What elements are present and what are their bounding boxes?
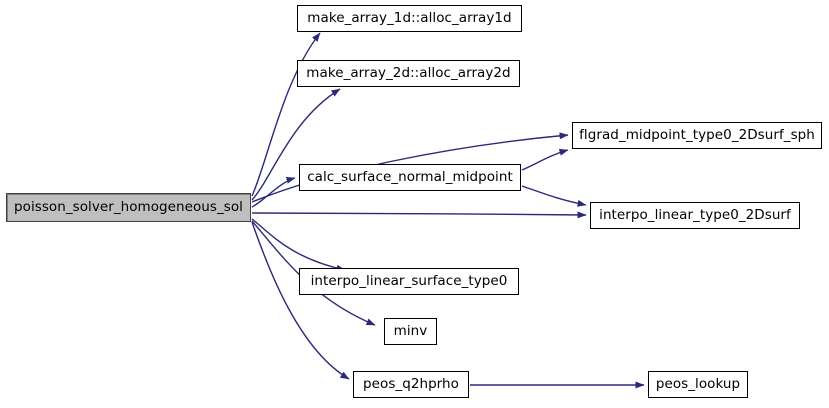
graph-node-label: make_array_1d::alloc_array1d bbox=[307, 9, 512, 26]
edge-root-to-calcsurf bbox=[251, 176, 296, 208]
graph-node-label: interpo_linear_type0_2Dsurf bbox=[599, 206, 791, 223]
edge-calcsurf-to-interp2d bbox=[521, 185, 587, 207]
graph-node-calcsurf[interactable]: calc_surface_normal_midpoint bbox=[299, 164, 521, 191]
graph-node-label: make_array_2d::alloc_array2d bbox=[306, 64, 511, 81]
graph-node-label: flgrad_midpoint_type0_2Dsurf_sph bbox=[579, 126, 815, 143]
graph-node-interpsf[interactable]: interpo_linear_surface_type0 bbox=[299, 268, 519, 295]
edge-root-to-interp2d bbox=[251, 211, 587, 219]
edge-calcsurf-to-flgrad bbox=[521, 148, 569, 171]
graph-node-label: peos_q2hprho bbox=[363, 375, 459, 392]
graph-node-minv[interactable]: minv bbox=[384, 318, 437, 345]
graph-node-peoslk[interactable]: peos_lookup bbox=[648, 371, 748, 398]
edge-root-to-interpsf bbox=[251, 218, 346, 272]
graph-node-interp2d[interactable]: interpo_linear_type0_2Dsurf bbox=[590, 202, 800, 229]
graph-node-flgrad[interactable]: flgrad_midpoint_type0_2Dsurf_sph bbox=[572, 122, 822, 149]
graph-node-label: poisson_solver_homogeneous_sol bbox=[14, 198, 243, 215]
graph-node-alloc1d[interactable]: make_array_1d::alloc_array1d bbox=[297, 5, 522, 32]
graph-node-label: peos_lookup bbox=[655, 375, 741, 392]
graph-node-label: interpo_linear_surface_type0 bbox=[310, 272, 508, 289]
graph-node-label: calc_surface_normal_midpoint bbox=[307, 168, 513, 185]
graph-node-alloc2d[interactable]: make_array_2d::alloc_array2d bbox=[297, 60, 520, 87]
graph-node-label: minv bbox=[393, 322, 428, 339]
edge-root-to-peosq2 bbox=[251, 221, 350, 380]
graph-node-peosq2[interactable]: peos_q2hprho bbox=[353, 371, 469, 398]
graph-node-root[interactable]: poisson_solver_homogeneous_sol bbox=[6, 193, 251, 222]
